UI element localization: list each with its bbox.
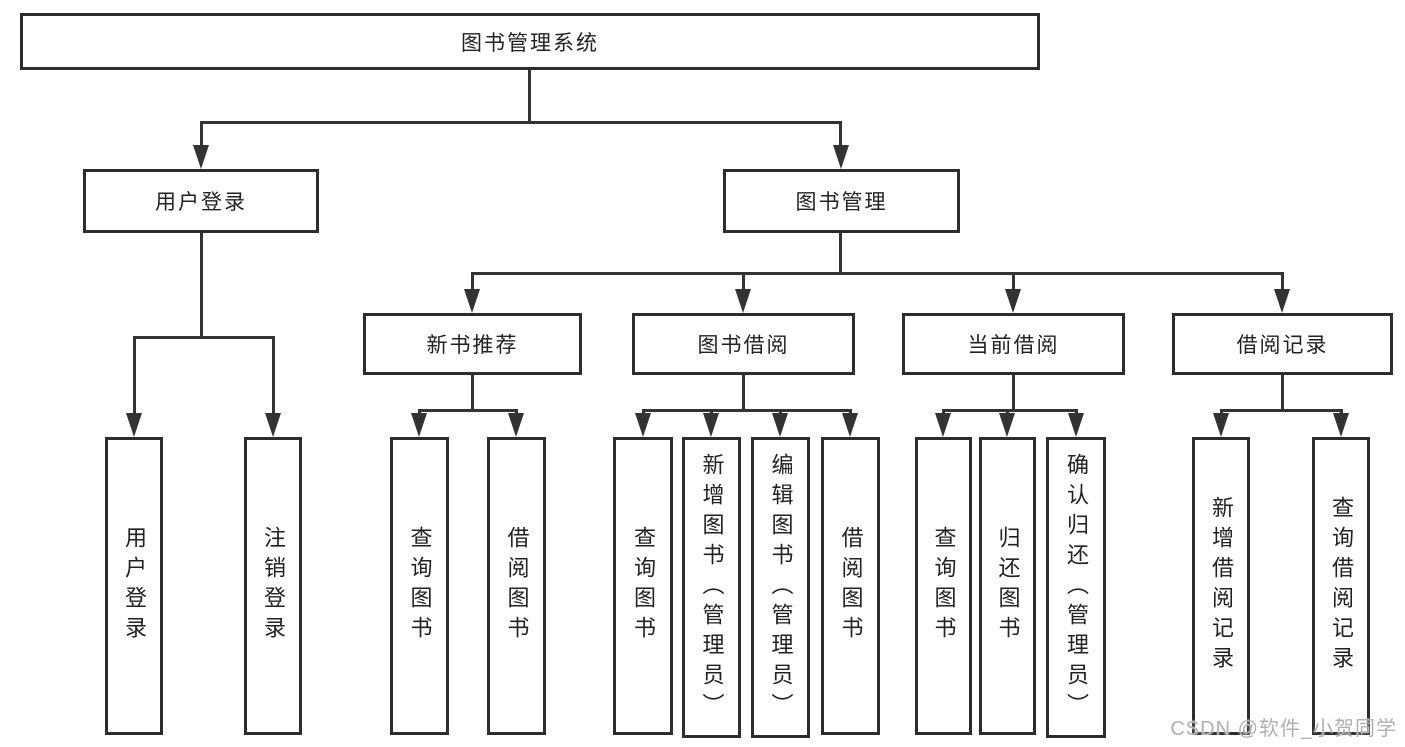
leaf-logout-label: 注销登录 <box>261 526 286 646</box>
connector-user-login-drop <box>200 233 203 336</box>
leaf-borrow-book: 借阅图书 <box>821 437 880 735</box>
arrowhead-down-icon <box>1333 413 1349 437</box>
connector-level2-stem <box>742 272 745 292</box>
arrowhead-down-icon <box>772 413 788 437</box>
arrowhead-down-icon <box>1068 413 1084 437</box>
node-book-management: 图书管理 <box>723 169 960 233</box>
arrowhead-down-icon <box>265 413 281 437</box>
arrowhead-down-icon <box>1274 289 1290 313</box>
connector-level2-stem <box>1281 272 1284 292</box>
leaf-query-book-recommend-label: 查询图书 <box>407 526 433 646</box>
arrowhead-down-icon <box>193 145 209 169</box>
node-user-login-label: 用户登录 <box>155 191 247 214</box>
arrowhead-down-icon <box>464 289 480 313</box>
arrowhead-down-icon <box>833 145 849 169</box>
leaf-add-borrow-record: 新增借阅记录 <box>1192 437 1250 735</box>
connector-level1-bus <box>200 121 842 124</box>
leaf-user-login-label: 用户登录 <box>122 526 147 646</box>
connector-level2-bus <box>471 272 1283 275</box>
node-borrow-records: 借阅记录 <box>1172 313 1393 375</box>
node-book-borrow: 图书借阅 <box>632 313 855 375</box>
connector-level2-stem <box>471 272 474 292</box>
node-book-management-label: 图书管理 <box>795 191 888 214</box>
connector-current-borrow-bus <box>942 409 1078 412</box>
node-current-borrow-label: 当前借阅 <box>967 334 1060 357</box>
arrowhead-down-icon <box>126 413 142 437</box>
connector-user-login-stem <box>200 121 203 149</box>
node-new-book-recommend: 新书推荐 <box>363 313 582 375</box>
connector-borrow-records-drop <box>1281 375 1284 409</box>
leaf-query-book-current-label: 查询图书 <box>931 526 957 646</box>
leaf-query-book-borrow: 查询图书 <box>613 437 673 735</box>
arrowhead-down-icon <box>1005 289 1021 313</box>
connector-book-management-stem <box>839 121 842 149</box>
connector-book-borrow-bus <box>642 409 852 412</box>
leaf-query-borrow-record: 查询借阅记录 <box>1312 437 1370 735</box>
leaf-confirm-return-admin-label: 确认归还（管理员） <box>1064 452 1089 723</box>
node-borrow-records-label: 借阅记录 <box>1236 334 1329 357</box>
node-new-book-recommend-label: 新书推荐 <box>426 334 519 357</box>
leaf-borrow-book-label: 借阅图书 <box>838 526 864 646</box>
arrowhead-down-icon <box>411 413 427 437</box>
arrowhead-down-icon <box>703 413 719 437</box>
leaf-return-book-label: 归还图书 <box>995 526 1021 646</box>
node-book-borrow-label: 图书借阅 <box>697 334 790 357</box>
leaf-return-book: 归还图书 <box>979 437 1036 735</box>
leaf-logout: 注销登录 <box>244 437 302 735</box>
connector-leaf-stem <box>133 336 136 416</box>
node-current-borrow: 当前借阅 <box>902 313 1125 375</box>
node-root: 图书管理系统 <box>20 13 1040 70</box>
arrowhead-down-icon <box>735 289 751 313</box>
arrowhead-down-icon <box>935 413 951 437</box>
connector-borrow-records-bus <box>1220 409 1343 412</box>
leaf-add-book-admin: 新增图书（管理员） <box>682 437 741 738</box>
arrowhead-down-icon <box>635 413 651 437</box>
node-user-login: 用户登录 <box>83 169 319 233</box>
leaf-confirm-return-admin: 确认归还（管理员） <box>1046 437 1106 738</box>
leaf-borrow-book-recommend-label: 借阅图书 <box>504 526 530 646</box>
connector-leaf-stem <box>272 336 275 416</box>
arrowhead-down-icon <box>842 413 858 437</box>
leaf-edit-book-admin-label: 编辑图书（管理员） <box>768 452 794 723</box>
connector-new-book-bus <box>418 409 518 412</box>
connector-user-login-bus <box>133 336 275 339</box>
leaf-query-borrow-record-label: 查询借阅记录 <box>1329 496 1354 676</box>
connector-level2-stem <box>1012 272 1015 292</box>
arrowhead-down-icon <box>999 413 1015 437</box>
connector-root-drop <box>528 70 531 121</box>
connector-current-borrow-drop <box>1012 375 1015 409</box>
leaf-add-book-admin-label: 新增图书（管理员） <box>699 452 725 723</box>
leaf-user-login: 用户登录 <box>105 437 163 735</box>
arrowhead-down-icon <box>1213 413 1229 437</box>
connector-book-borrow-drop <box>742 375 745 409</box>
leaf-query-book-recommend: 查询图书 <box>390 437 449 735</box>
leaf-add-borrow-record-label: 新增借阅记录 <box>1209 496 1234 676</box>
arrowhead-down-icon <box>508 413 524 437</box>
connector-new-book-drop <box>471 375 474 409</box>
watermark: CSDN @软件_小贺同学 <box>1170 718 1397 740</box>
leaf-borrow-book-recommend: 借阅图书 <box>487 437 546 735</box>
node-root-label: 图书管理系统 <box>461 31 599 55</box>
leaf-query-book-borrow-label: 查询图书 <box>631 526 656 646</box>
connector-book-management-drop <box>839 233 842 272</box>
leaf-query-book-current: 查询图书 <box>915 437 972 735</box>
leaf-edit-book-admin: 编辑图书（管理员） <box>751 437 810 738</box>
